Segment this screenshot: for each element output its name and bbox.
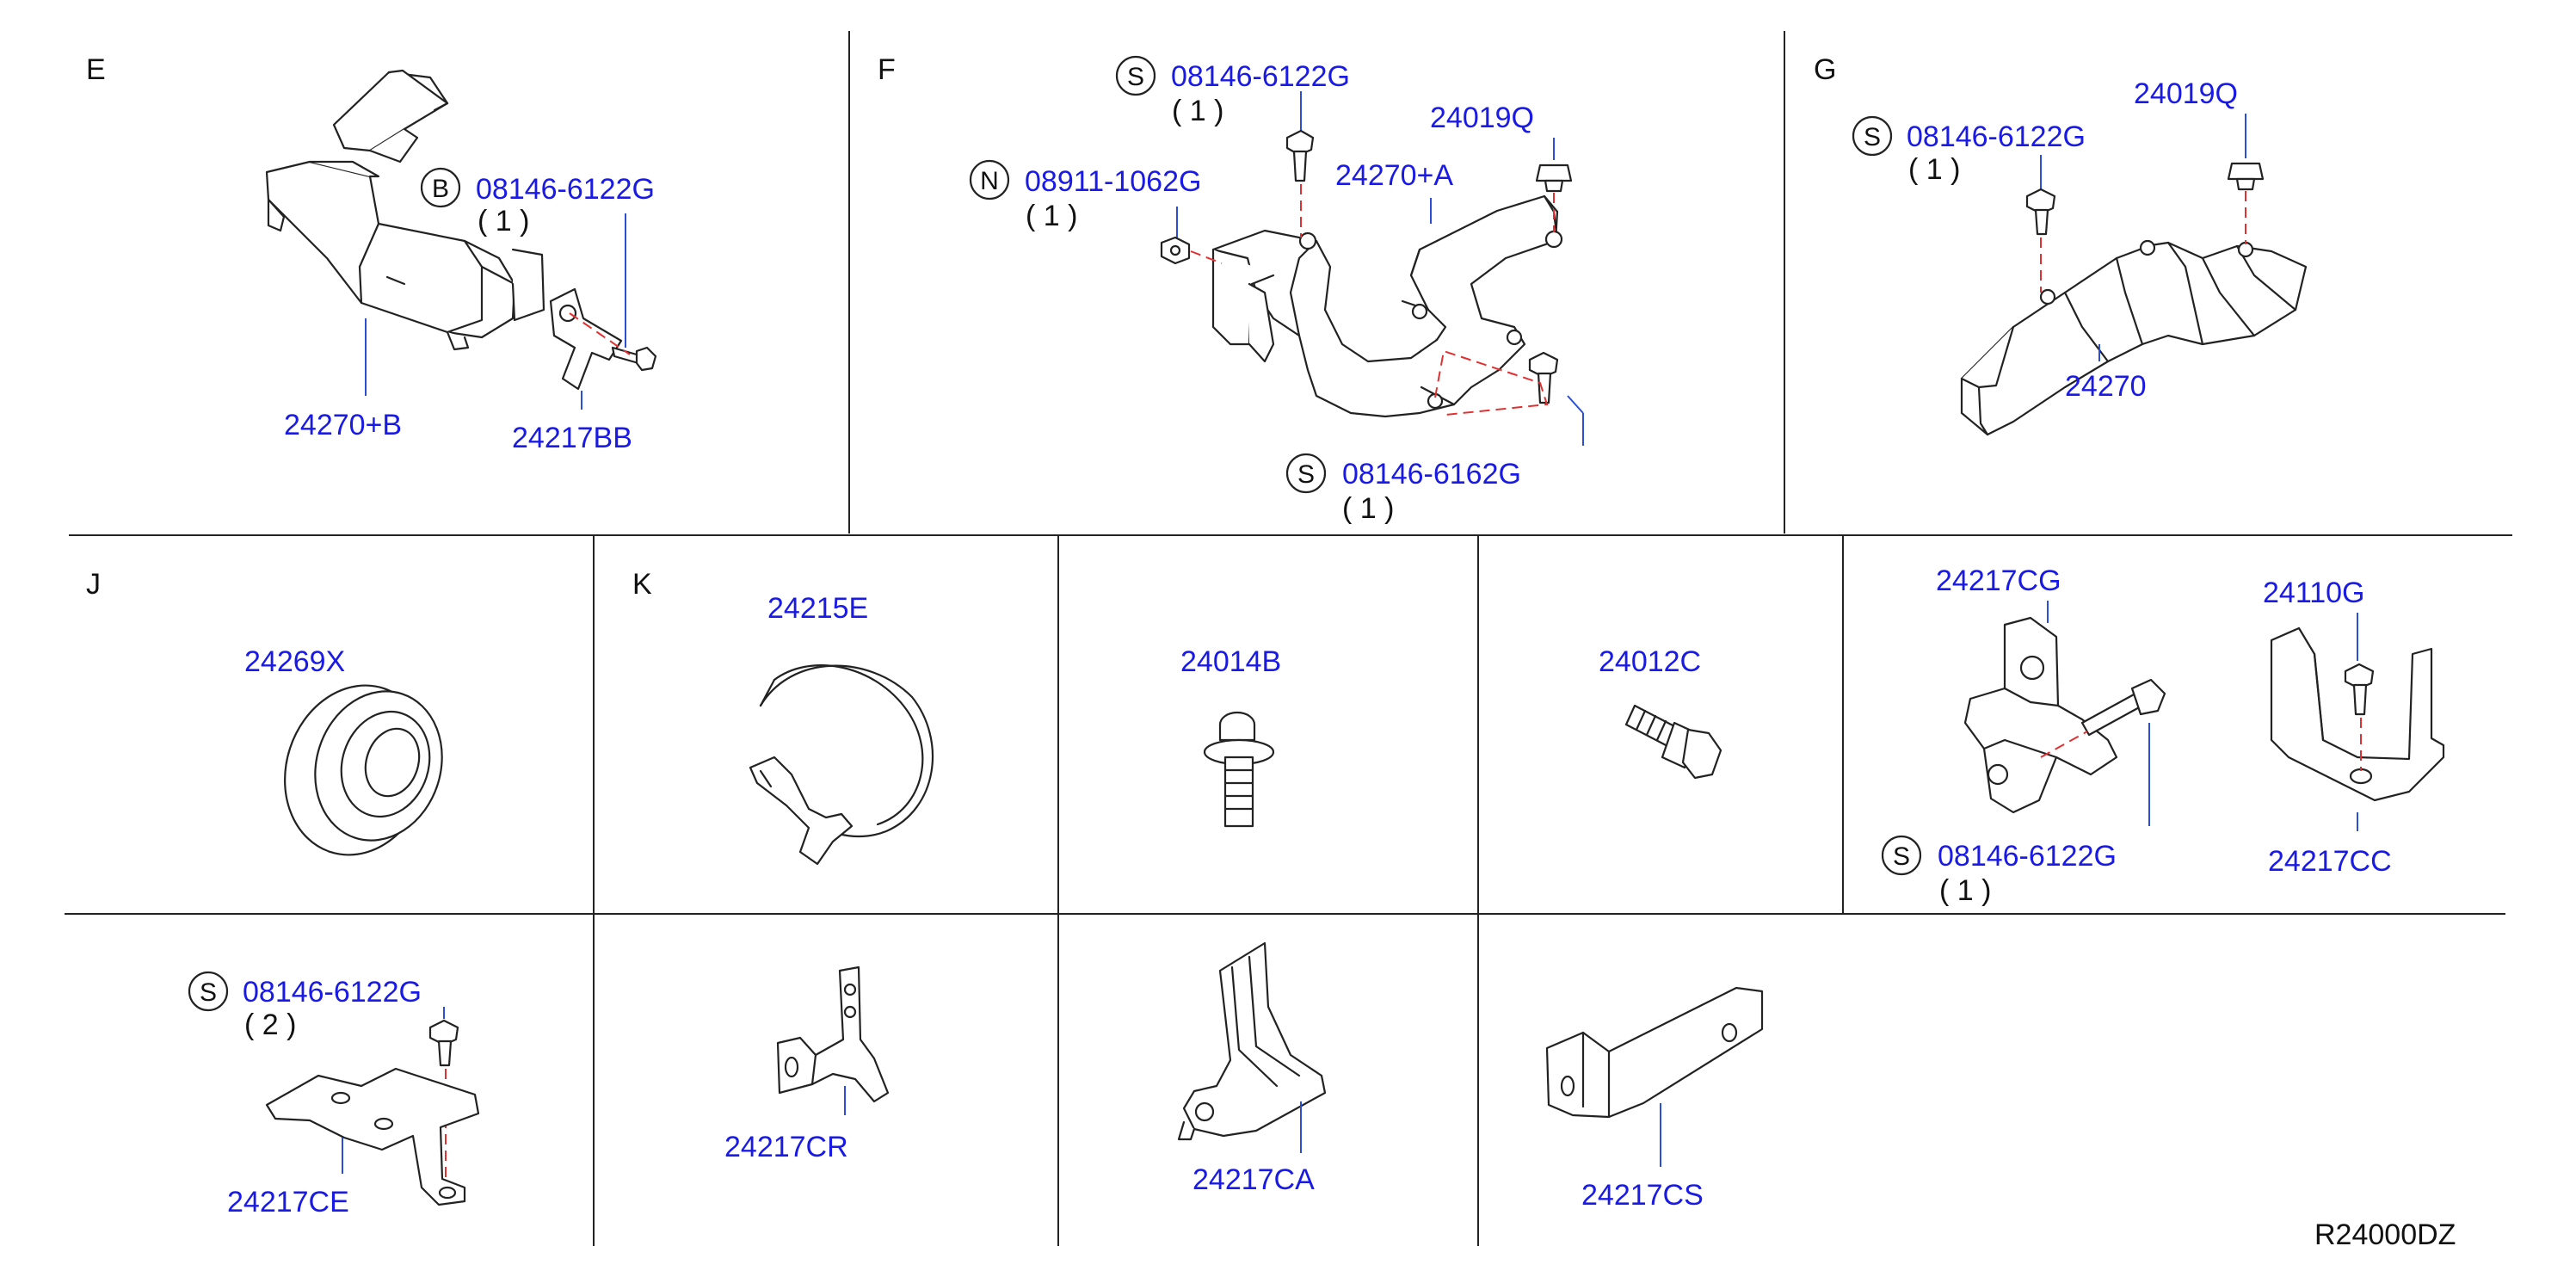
duct-24270-drawing [1960,239,2308,436]
assembly-line [569,312,631,355]
section-j: J 24269X [86,568,443,856]
callout-symbol: B [432,175,449,203]
cell-bracket-24217cr: 24217CR [724,965,890,1163]
part-number-label: 24217CC [2268,845,2392,878]
callout-symbol: S [1127,63,1144,91]
part-number-label: 24014B [1180,645,1281,678]
assembly-line [1434,349,1549,416]
quantity-label: ( 1 ) [1908,153,1960,186]
harness-protector-drawing [265,69,545,351]
section-g: G S 08146-6122G ( 1 ) 24019Q [1814,53,2308,436]
bracket-24270a-drawing [1211,194,1563,418]
callout-badge: S [1115,55,1156,96]
part-number-label: 08146-6122G [1907,120,2086,153]
callout-symbol: S [1893,842,1910,871]
part-number-label: 24012C [1599,645,1701,678]
assembly-line [1190,250,1223,264]
part-number-label: 08911-1062G [1025,165,1201,198]
part-number-label: 24110G [2263,577,2364,609]
part-number-label: 24019Q [2134,77,2238,110]
bracket-24217cg-drawing [1963,616,2118,814]
section-letter: K [632,568,652,601]
part-number-label: 08146-6162G [1342,458,1521,490]
quantity-label: ( 1 ) [1172,95,1223,127]
part-number-label: 08146-6122G [1938,840,2117,873]
cell-bolt-24012c: 24012C [1599,645,1722,780]
section-e: E B 08146-6122G ( [86,53,657,454]
section-letter: G [1814,53,1836,86]
part-number-label: 24217CA [1192,1163,1315,1196]
part-number-label: 24270 [2065,370,2147,403]
cell-bracket-24217ce: S 08146-6122G ( 2 ) 24217CE [188,971,480,1218]
section-k: K 24215E [632,568,934,866]
quantity-label: ( 1 ) [1939,874,1991,907]
quantity-label: ( 2 ) [244,1009,296,1041]
quantity-label: ( 1 ) [478,205,529,238]
grommet-drawing [284,684,443,856]
bracket-drawing [776,965,890,1103]
clip-drawing [2227,162,2265,191]
part-number-label: 08146-6122G [476,173,655,206]
bracket-drawing [265,1067,480,1206]
section-f: F S 08146-6122G ( 1 ) N 08911-1062G ( 1 … [878,53,1584,525]
band-clamp-drawing [749,664,934,866]
bracket-drawing [1177,941,1327,1141]
bolt-drawing [1203,711,1275,828]
callout-badge: S [1881,835,1922,876]
callout-symbol: N [980,167,999,195]
part-number-label: 24217CS [1581,1179,1704,1212]
part-number-label: 24270+A [1335,159,1453,192]
section-letter: E [86,53,106,86]
part-number-label: 24217CG [1936,564,2061,597]
part-number-label: 24217CR [724,1131,848,1163]
part-number-label: 24019Q [1430,102,1534,134]
part-number-label: 24269X [244,645,345,678]
cell-bolt-24014b: 24014B [1180,645,1281,828]
cell-brackets-cg-cc: 24217CG S 08146-6122G ( 1 ) 24110G [1881,564,2445,907]
part-number-label: 08146-6122G [243,976,422,1009]
callout-badge: S [1852,115,1893,157]
callout-symbol: S [1864,123,1881,151]
nut-drawing [1160,236,1191,265]
callout-badge: S [1285,453,1327,494]
bracket-24217bb-drawing [549,287,623,391]
bolt-drawing [611,346,657,372]
cell-bracket-24217ca: 24217CA [1177,941,1327,1196]
part-number-label: 24215E [767,592,868,625]
callout-symbol: S [1297,460,1315,489]
bolt-drawing [428,1019,459,1067]
part-number-label: 24217BB [512,422,632,454]
callout-badge: N [969,159,1010,200]
assembly-line [2040,731,2088,758]
cell-bracket-24217cs: 24217CS [1545,986,1764,1212]
bolt-drawing [1624,704,1722,780]
diagram-reference-code: R24000DZ [2314,1218,2456,1251]
bracket-drawing [1545,986,1764,1119]
bracket-24217cc-drawing [2270,626,2445,802]
part-number-label: 24270+B [284,409,402,441]
quantity-label: ( 1 ) [1342,492,1394,525]
bolt-drawing [2025,188,2056,236]
callout-symbol: S [200,978,217,1007]
section-letter: F [878,53,896,86]
grid-lines [65,31,2512,1246]
section-letter: J [86,568,101,601]
quantity-label: ( 1 ) [1026,200,1077,232]
bolt-drawing [1528,351,1559,404]
callout-badge: S [188,971,229,1012]
clip-drawing [1535,163,1573,193]
callout-badge: B [420,167,461,208]
part-number-label: 08146-6122G [1171,60,1350,93]
bolt-drawing [2080,678,2166,737]
part-number-label: 24217CE [227,1186,349,1218]
bolt-drawing [2344,663,2375,716]
bolt-drawing [1285,129,1315,182]
